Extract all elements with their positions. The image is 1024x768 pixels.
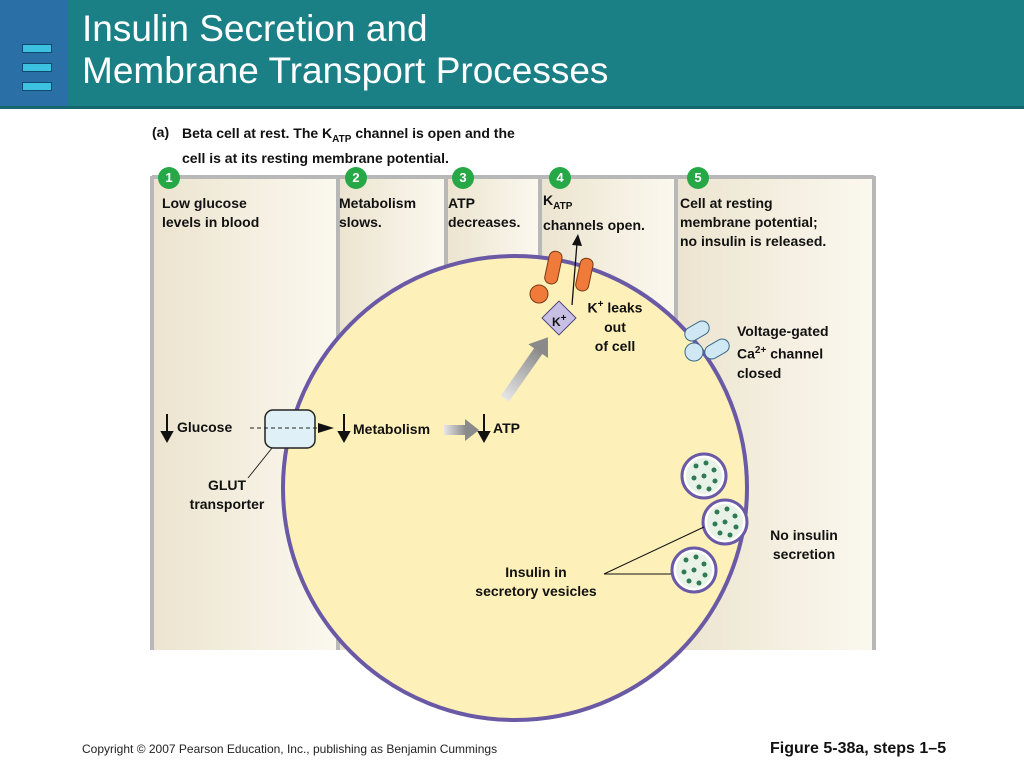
panel-caption-line-1: Beta cell at rest. The KATP channel is o… [182, 124, 515, 149]
step-3-line-2: decreases. [448, 214, 521, 230]
k-leaks-k: K [587, 299, 598, 316]
step-4-line-2: channels open. [543, 216, 645, 233]
insulin-line-1: Insulin in [505, 564, 567, 580]
k-ion-charge: + [560, 313, 567, 324]
panel-caption-line-2: cell is at its resting membrane potentia… [182, 149, 449, 166]
step-badge-3: 3 [452, 167, 474, 189]
step-badge-5: 5 [687, 167, 709, 189]
figure-caption: Figure 5-38a, steps 1–5 [770, 740, 947, 757]
step-4-line-1: KATP [543, 191, 645, 216]
vesicle-icon [670, 546, 718, 594]
caption-subscript: ATP [332, 133, 352, 145]
k-leaks-line-3: of cell [594, 337, 636, 354]
no-insulin-line-1: No insulin [770, 527, 838, 543]
metabolism-to-atp-arrow [444, 419, 479, 441]
title-line-1: Insulin Secretion and [82, 8, 428, 49]
k-leaks-line-1: K+ leaks [578, 295, 652, 318]
calcium-channel-word: channel [766, 345, 824, 362]
glut-line-2: transporter [189, 496, 265, 512]
step-1-line-2: levels in blood [162, 214, 260, 230]
calcium-channel-icon [684, 320, 730, 362]
title-bar: Insulin Secretion and Membrane Transport… [0, 0, 1024, 106]
caption-text-pre: Beta cell at rest. The K [182, 125, 333, 141]
calcium-symbol: Ca [737, 345, 755, 362]
step-5-line-3: no insulin is released. [680, 233, 827, 249]
step-4-k: K [543, 192, 554, 208]
header-divider [0, 106, 1024, 109]
step-badge-2: 2 [345, 167, 367, 189]
calcium-channel-line-3: closed [737, 364, 782, 381]
k-leaks-line-2: out [604, 318, 626, 335]
step-3-line-1: ATP [448, 195, 475, 211]
k-ion-diamond-icon [541, 300, 577, 336]
step-5-line-1: Cell at resting [680, 195, 773, 211]
calcium-channel-line-1: Voltage-gated [737, 323, 829, 339]
k-ion-label: K+ [552, 309, 567, 332]
glut-transporter-icon [247, 409, 334, 479]
step-text-2: Metabolism slows. [339, 194, 416, 232]
atp-to-channel-arrow [500, 337, 549, 402]
panel-label: (a) [152, 124, 170, 140]
no-insulin-label: No insulin secretion [760, 526, 848, 564]
caption-text-post: channel is open and the [351, 125, 515, 141]
vesicle-icon [701, 498, 749, 546]
beta-cell-membrane [281, 254, 749, 722]
step-2-line-1: Metabolism [339, 195, 417, 211]
atp-label: ATP [493, 420, 520, 436]
panel-caption: Beta cell at rest. The KATP channel is o… [182, 124, 515, 168]
step-2-line-2: slows. [339, 214, 382, 230]
stacked-bars-icon [22, 44, 52, 92]
secretory-vesicles [603, 452, 749, 594]
k-leaks-label: K+ leaks out of cell [578, 295, 652, 356]
step-text-3: ATP decreases. [448, 194, 520, 232]
insulin-vesicles-label: Insulin in secretory vesicles [464, 563, 608, 601]
step-text-4: KATP channels open. [543, 191, 645, 235]
calcium-channel-label: Voltage-gated Ca2+ channel closed [737, 322, 829, 383]
header-accent-block [0, 0, 68, 106]
step-5-line-2: membrane potential; [680, 214, 818, 230]
calcium-channel-line-2: Ca2+ channel [737, 341, 829, 364]
step-badge-1: 1 [158, 167, 180, 189]
metabolism-label: Metabolism [353, 421, 431, 437]
k-leaks-charge: + [597, 299, 604, 310]
calcium-charge: 2+ [754, 345, 767, 356]
k-ion-symbol: K [552, 315, 561, 329]
k-leaks-rest: leaks [603, 299, 643, 316]
title-line-2: Membrane Transport Processes [82, 50, 609, 91]
slide-title: Insulin Secretion and Membrane Transport… [82, 8, 608, 92]
step-1-line-1: Low glucose [162, 195, 247, 211]
step-text-5: Cell at resting membrane potential; no i… [680, 194, 826, 251]
insulin-line-2: secretory vesicles [475, 583, 597, 599]
no-insulin-line-2: secretion [772, 546, 836, 562]
glucose-label: Glucose [177, 419, 233, 435]
step-badge-4: 4 [549, 167, 571, 189]
decrease-arrows [160, 414, 491, 444]
step-4-atp-subscript: ATP [553, 200, 573, 212]
katp-channel-icon [529, 234, 594, 306]
step-text-1: Low glucose levels in blood [162, 194, 259, 232]
glut-label: GLUT transporter [180, 476, 274, 514]
vesicle-icon [680, 452, 728, 500]
copyright-notice: Copyright © 2007 Pearson Education, Inc.… [82, 742, 498, 756]
glut-line-1: GLUT [207, 477, 247, 493]
